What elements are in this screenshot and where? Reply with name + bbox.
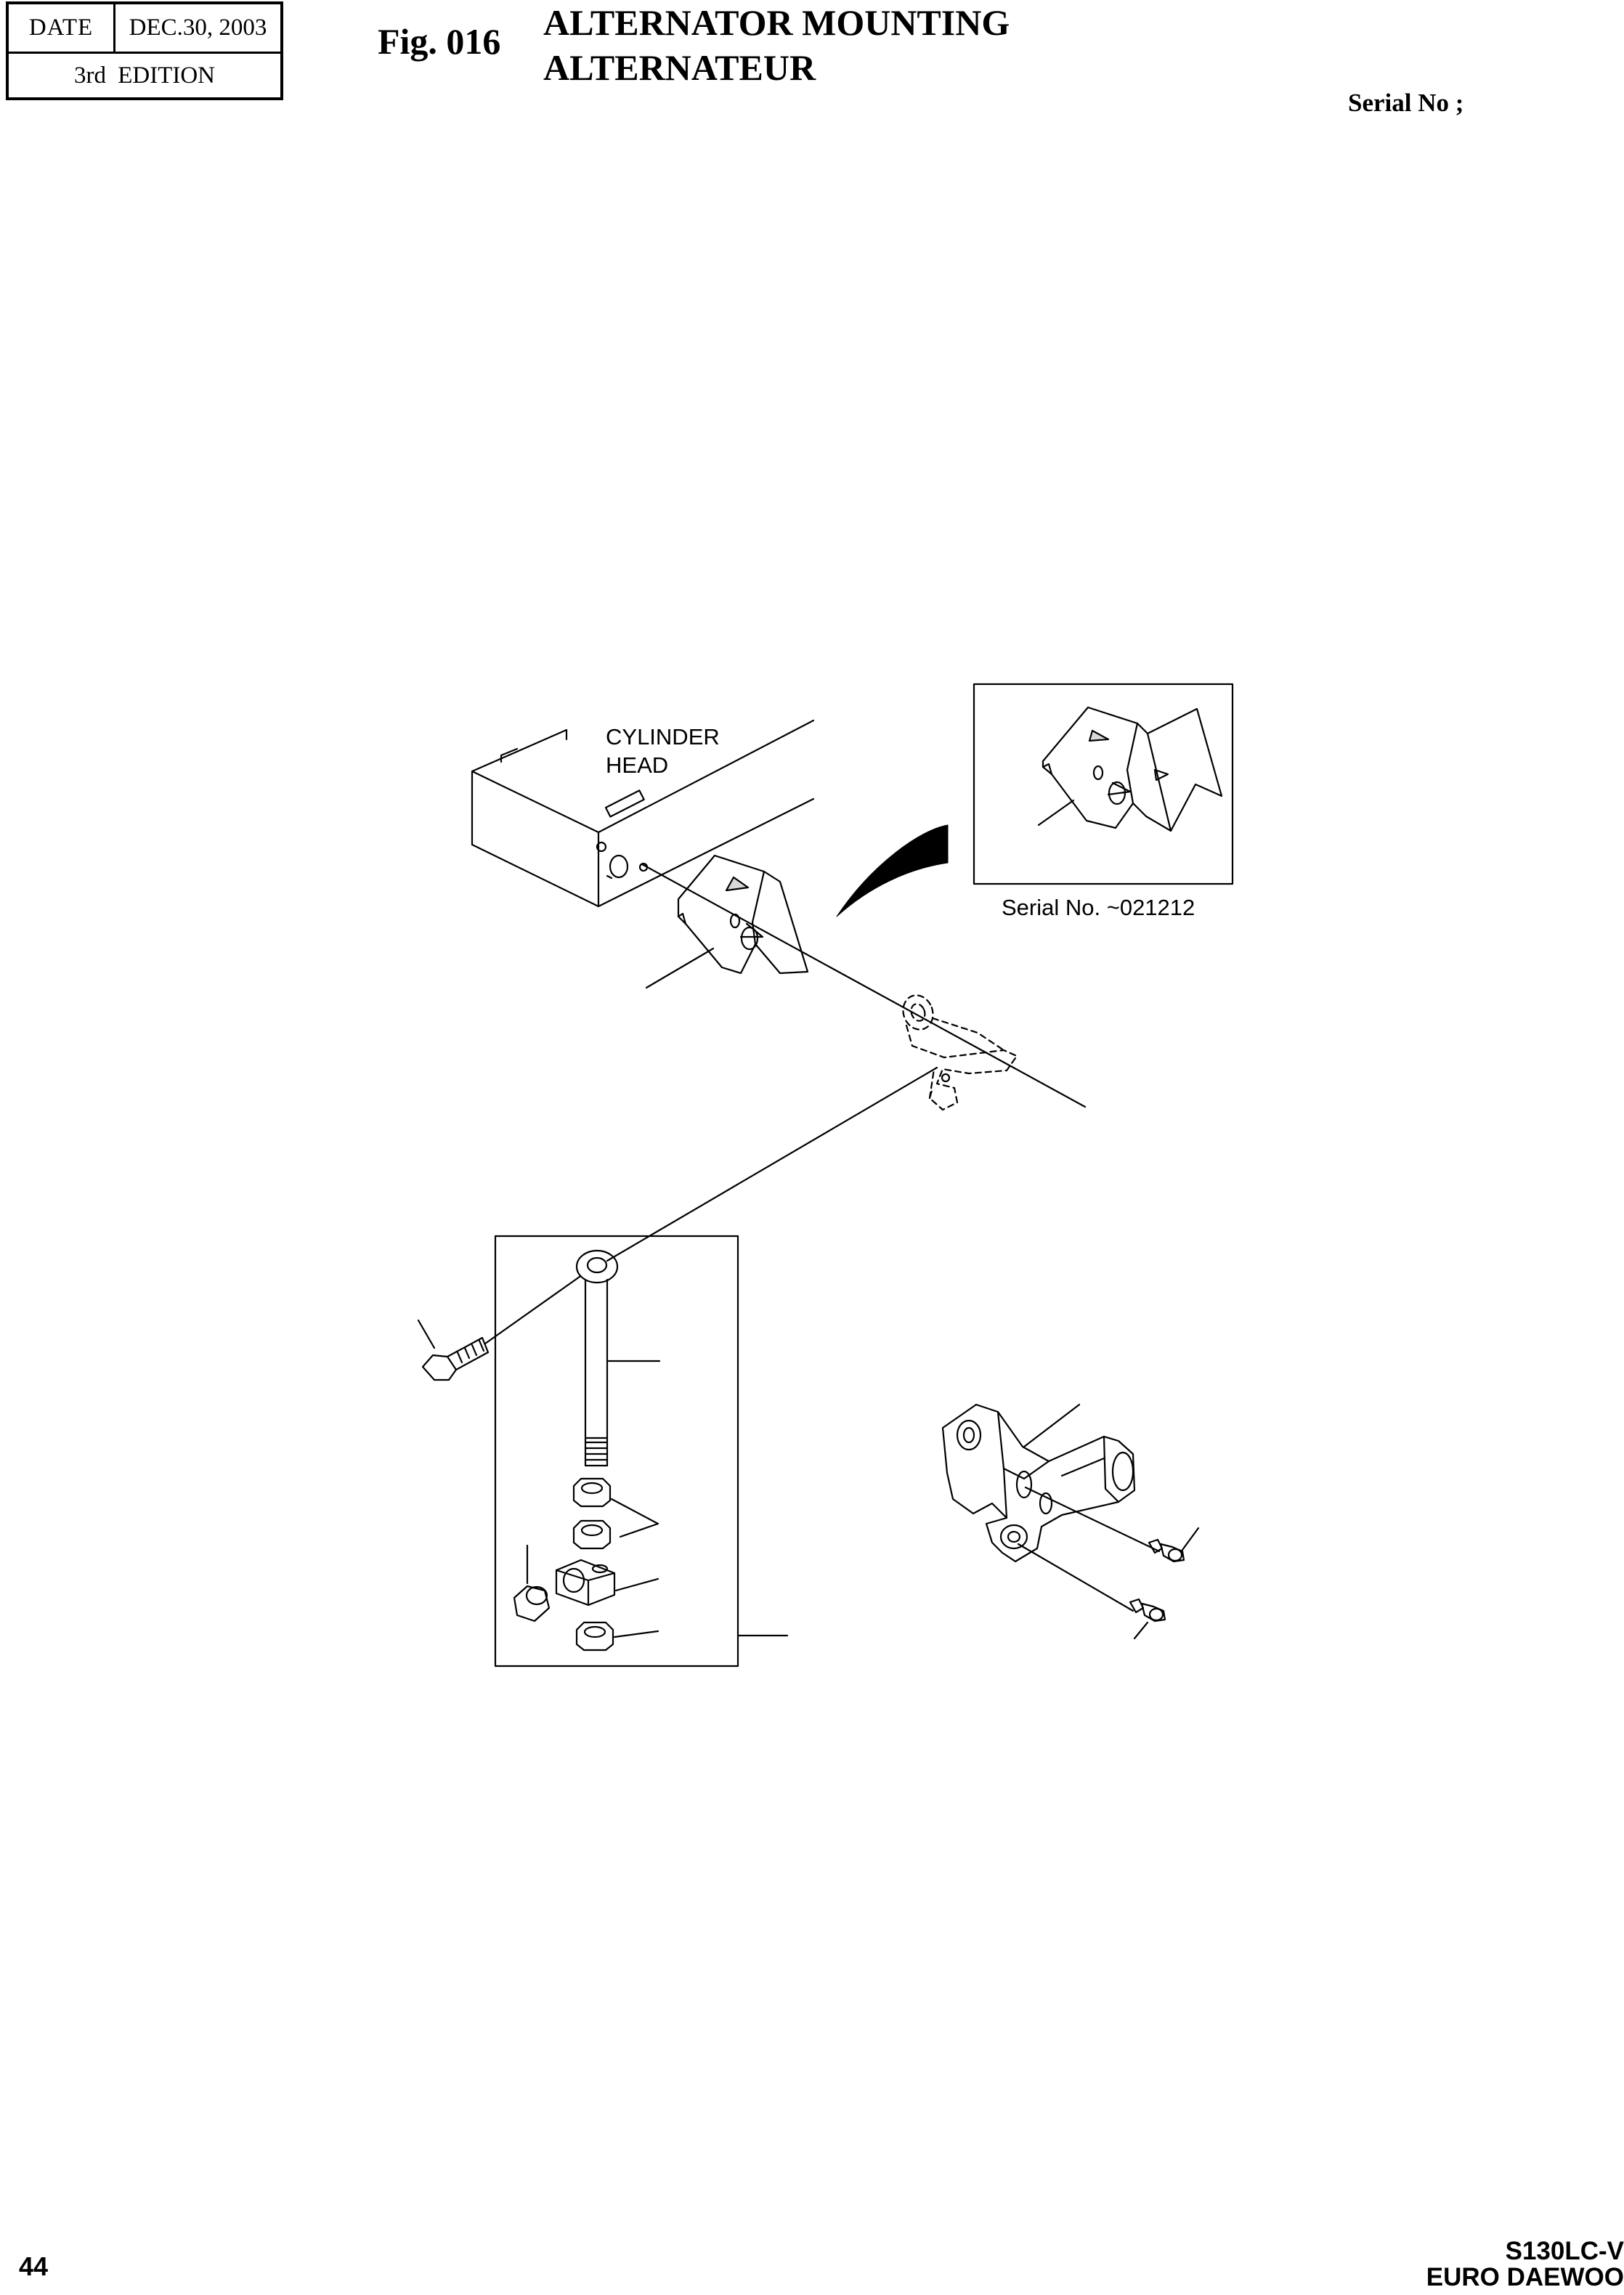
support-leader-line [1023,1403,1081,1448]
upper-nuts [572,1477,612,1550]
spacer-collar [513,1585,551,1622]
lower-nut-leader-line [613,1630,659,1638]
replacement-arrow [836,824,949,917]
rod-connection-line [606,1066,938,1262]
figure-number: Fig. 016 [378,21,501,62]
bolt-leader-line [417,1319,436,1349]
adjusting-rod [575,1249,619,1467]
date-label: DATE [9,4,115,52]
model-name: S130LC-V [1505,2237,1624,2265]
assembly-axis-line [641,863,1087,1108]
lower-nut [575,1621,614,1652]
figure-title-french: ALTERNATEUR [543,47,816,88]
support-bolt-axis-1 [1024,1486,1161,1553]
flange-bolt-lower [1129,1598,1166,1622]
inset-frame [973,683,1234,885]
inset-bracket [1042,706,1223,832]
flange-bolt-upper-leader [1181,1527,1200,1551]
inset-serial-caption: Serial No. ~021212 [1002,895,1195,920]
brand-name: EURO DAEWOO [1426,2263,1624,2291]
date-value: DEC.30, 2003 [129,15,267,41]
trunnion-leader-line [614,1577,659,1592]
model-block: S130LC-V EURO DAEWOO [1426,2238,1624,2291]
flange-bolt-lower-leader [1133,1621,1149,1640]
cylinder-head-label-line2: HEAD [606,752,668,778]
cylinder-head [471,719,815,908]
trunnion-block [555,1559,616,1606]
adjuster-phantom [902,994,1018,1111]
edition-label: 3rd EDITION [73,62,216,89]
bracket-leader-line [645,947,715,989]
serial-number-label: Serial No ; [1348,89,1464,117]
nuts-leader-line [610,1498,659,1538]
flange-bolt-upper [1148,1538,1185,1563]
edition-info-box: DATE DEC.30, 2003 3rd EDITION [6,1,283,100]
cylinder-head-label-line1: CYLINDER [606,724,720,750]
inset-leader-line [1037,799,1075,826]
figure-title-english: ALTERNATOR MOUNTING [543,2,1010,43]
adjusting-bolt [421,1336,490,1381]
page-number: 44 [19,2251,49,2281]
alternator-bracket [677,854,809,975]
alternator-support [941,1403,1136,1563]
support-bolt-axis-2 [1017,1543,1134,1612]
bolt-to-rod-line [484,1275,581,1345]
rod-kit-frame [494,1235,739,1668]
date-row: DATE DEC.30, 2003 [9,4,280,54]
